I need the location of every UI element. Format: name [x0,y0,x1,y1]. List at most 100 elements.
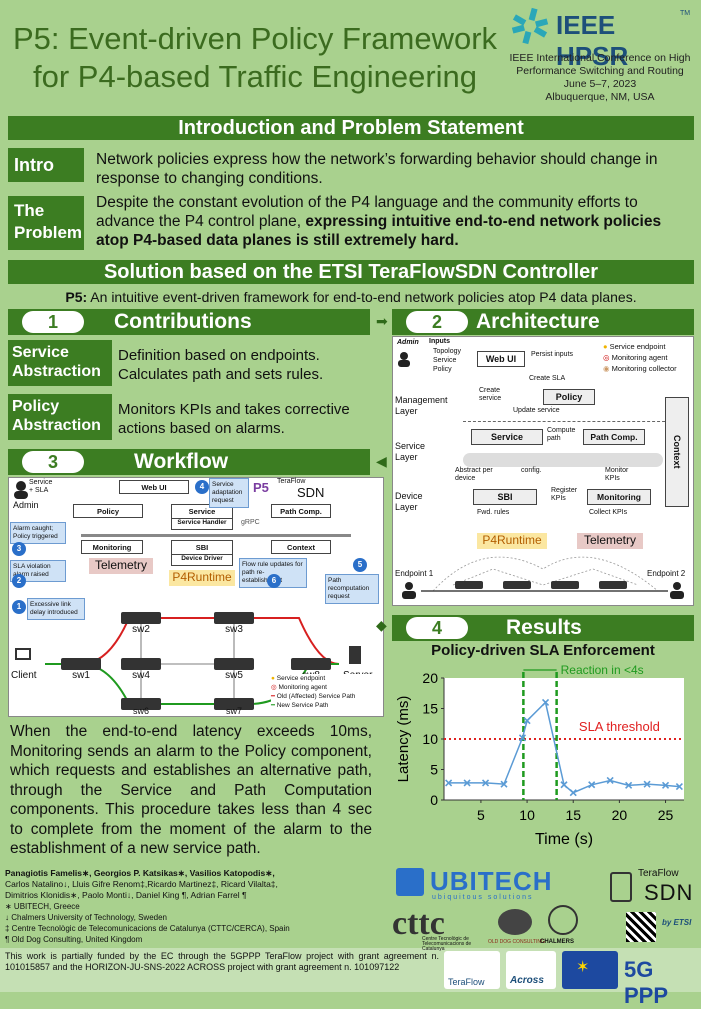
workflow-legend: ● Service endpoint ◎ Monitoring agent ━ … [271,674,381,710]
box-sublabel: Device Driver [172,554,232,562]
switch-label: sw1 [72,670,90,681]
legend-item: ◉ Monitoring collector [603,364,677,373]
arch-inputs-label: Inputs [429,338,450,345]
endpoint-2-label: Endpoint 2 [647,569,686,578]
arch-p4runtime-label: P4Runtime [477,533,547,549]
arch-webui-box: Web UI [477,351,525,367]
switch-sw8 [291,658,331,670]
data-point [569,789,577,797]
trademark: TM [680,10,691,17]
teraflow-label: TeraFlow [277,478,306,485]
client-computer-icon [15,648,31,660]
switch-label: sw2 [132,624,150,635]
problem-tag-line: The [14,201,45,220]
wf-telemetry-label: Telemetry [89,558,153,574]
callout-text: Path recomputation request [328,577,370,600]
arch-admin-label: Admin [397,339,419,346]
arch-switch [599,581,627,589]
section-number: 2 [406,311,468,334]
endpoint-user-icon [670,582,684,599]
teraflow-small-text: TeraFlow [448,977,485,987]
eu-flag-icon: ✶ [562,951,618,989]
service-sla-label: Service + SLA [29,479,53,494]
funding-text: This work is partially funded by the EC … [5,951,439,972]
x-tick-label: 15 [565,807,581,823]
legend-label: Monitoring collector [611,364,677,373]
sla-threshold-label: SLA threshold [579,719,660,734]
authors-block: Panagiotis Famelis∗, Georgios P. Katsika… [5,868,380,945]
data-point [500,780,508,788]
teraflow-mark-icon [610,872,632,902]
grpc-bus [81,534,351,537]
input-item: Topology [433,348,462,355]
chalmers-seal-icon [548,905,578,935]
register-kpis-label: Register KPIs [551,487,578,502]
cttc-logo-text: cttc [392,905,445,942]
data-point [445,779,453,787]
create-sla-label: Create SLA [529,375,566,382]
callout-text: Flow rule updates for path re-establishm… [242,561,303,584]
arch-network [421,556,668,592]
x-tick-label: 10 [519,807,535,823]
wf-context-box: Context [271,540,331,554]
data-point [625,781,633,789]
teraflow-sdn-logo: TeraFlow SDN by ETSI [608,866,698,946]
legend-label: Monitoring agent [611,353,668,362]
partner-logos: cttc Centre Tecnològic de Telecomunicaci… [392,905,602,952]
admin-icon [14,481,28,499]
grpc-label: gRPC [241,519,260,526]
data-point [661,781,670,789]
eu-stars-icon: ✶ [576,959,590,976]
affiliation: ‡ Centre Tecnològic de Telecomunicacions… [5,924,290,933]
step-badge: 3 [12,542,26,556]
box-label: Service [188,507,216,516]
authors-text: Panagiotis Famelis∗, Georgios P. Katsika… [5,868,275,878]
arch-service-box: Service [471,429,543,445]
teraflow-small-logo: TeraFlow [444,951,500,989]
client-label: Client [11,670,37,681]
conf-location: Albuquerque, NM, USA [545,91,655,103]
callout-text: Alarm caught; Policy triggered [13,525,58,540]
authors-line: Dimitrios Klonidis∗, Paolo Monti↓, Danie… [5,890,247,900]
switch-label: sw7 [225,706,242,716]
text-line: Definition based on endpoints. [118,347,320,364]
affiliation: ∗ UBITECH, Greece [5,902,80,911]
switch-sw3 [214,612,254,624]
legend-item: ◎ Monitoring agent [603,353,668,362]
authors-line: Panagiotis Famelis∗, Georgios P. Katsika… [5,868,380,879]
poster-title: P5: Event-driven Policy Framework for P4… [10,20,500,96]
legend-item: ━ New Service Path [271,702,329,709]
funding-logos: TeraFlow Across ✶ 5G PPP [444,951,696,1008]
arch-switch [551,581,579,589]
service-layer-label: Service Layer [395,441,426,462]
arrow-right-icon: ➡ [376,313,388,329]
wf-monitoring-box: Monitoring [81,540,143,554]
arch-switch [455,581,483,589]
arrow-left-icon: ◀ [376,453,387,469]
wf-pathcomp-box: Path Comp. [271,504,331,518]
arch-monitoring-box: Monitoring [587,489,651,505]
sdn-text: SDN [644,880,694,905]
conf-date: June 5–7, 2023 [563,78,637,90]
fwd-rules-label: Fwd. rules [477,509,510,516]
input-item: Policy [433,366,452,373]
legend-label: New Service Path [276,702,329,709]
switch-sw4 [121,658,161,670]
intro-tag: Intro [8,148,84,182]
x-tick-label: 25 [658,807,674,823]
collect-kpis-label: Collect KPIs [589,509,628,516]
data-point [481,779,490,787]
y-axis-label: Latency (ms) [395,696,412,783]
across-text: Across [510,975,544,986]
endpoint-1-label: Endpoint 1 [395,569,434,578]
monitor-kpis-label: Monitor KPIs [605,467,629,482]
text-line: actions based on alarms. [118,420,285,437]
y-tick-label: 0 [430,792,438,808]
data-point [463,779,471,787]
update-service-label: Update service [513,407,560,414]
